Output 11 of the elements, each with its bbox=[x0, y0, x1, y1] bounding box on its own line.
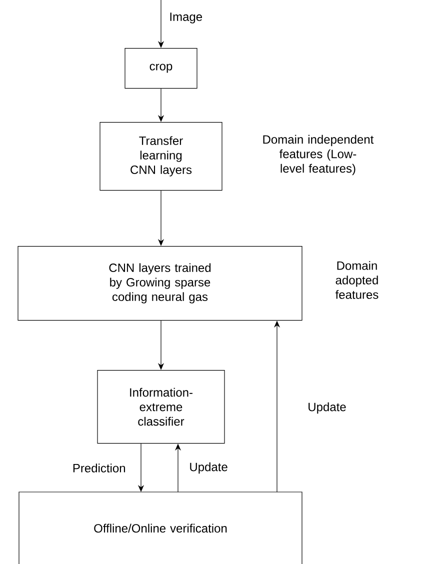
side-note: Domain independent features (Low-level features) bbox=[263, 134, 374, 176]
process-box: Offline/Online verification bbox=[18, 492, 302, 564]
edge-label: Update bbox=[190, 462, 228, 474]
process-box: crop bbox=[124, 48, 198, 89]
side-note: Domain adopted features bbox=[335, 261, 378, 299]
process-box: Transfer learning CNN layers bbox=[100, 122, 222, 191]
edge-label: Prediction bbox=[73, 464, 126, 472]
process-box: CNN layers trained by Growing sparse coding neural gas bbox=[18, 246, 302, 321]
process-box: Information-extreme classifier bbox=[97, 370, 225, 444]
edge-label: Update bbox=[308, 402, 346, 414]
edge-label: Image bbox=[170, 12, 202, 24]
